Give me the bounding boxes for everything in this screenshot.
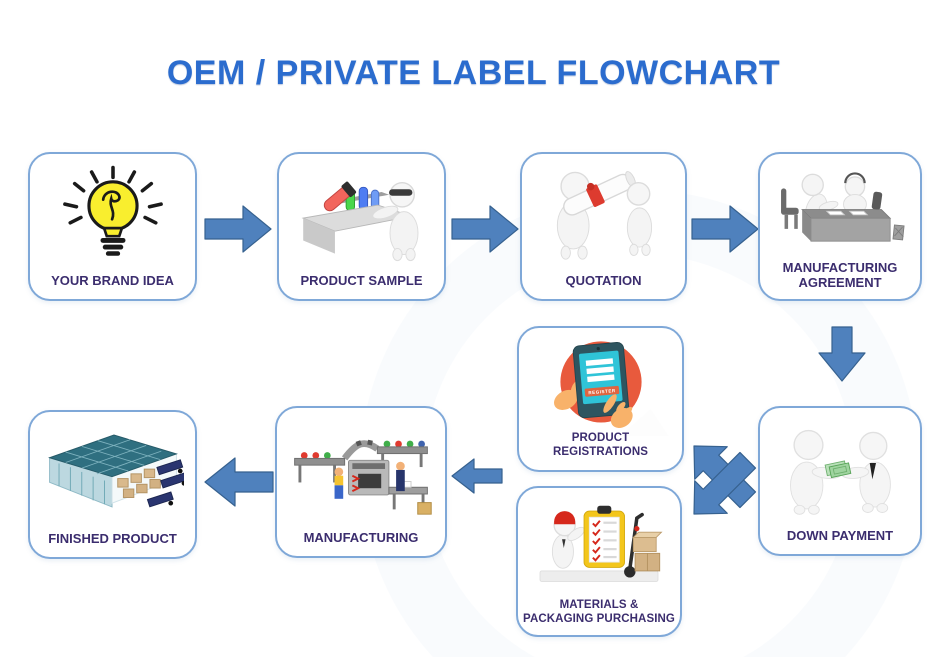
node-art: REGISTER: [519, 333, 682, 437]
node-label: MATERIALS & PACKAGING PURCHASING: [523, 599, 675, 626]
node-art: [30, 159, 195, 266]
node-art: [760, 413, 920, 521]
arrow-brand-to-sample: [204, 205, 272, 253]
assembly-line-illustration: [294, 439, 432, 515]
node-label: PRODUCT REGISTRATIONS: [552, 432, 648, 459]
money-handover-illustration: [790, 429, 891, 515]
node-art: [518, 493, 680, 589]
node-label: DOWN PAYMENT: [786, 528, 894, 544]
flow-node-your-brand-idea: YOUR BRAND IDEA: [28, 152, 197, 301]
flow-node-product-sample: PRODUCT SAMPLE: [277, 152, 446, 301]
lightbulb-illustration: [62, 165, 163, 256]
node-label: YOUR BRAND IDEA: [51, 273, 174, 289]
figures-with-scroll-illustration: [556, 170, 652, 260]
flow-node-manufacturing-agreement: MANUFACTURING AGREEMENT: [758, 152, 922, 301]
flow-node-materials-packaging-purchasing: MATERIALS & PACKAGING PURCHASING: [516, 486, 682, 637]
flow-node-down-payment: DOWN PAYMENT: [758, 406, 922, 556]
node-art: [30, 417, 195, 524]
node-art: [760, 159, 920, 253]
signing-at-desk-illustration: [781, 172, 905, 242]
register-button: REGISTER: [584, 385, 619, 397]
node-label: MANUFACTURING AGREEMENT: [782, 259, 898, 291]
node-art: [279, 159, 444, 266]
node-label: FINISHED PRODUCT: [48, 531, 177, 547]
node-label: PRODUCT SAMPLE: [300, 273, 423, 289]
node-label: MANUFACTURING: [303, 530, 419, 546]
flow-node-quotation: QUOTATION: [520, 152, 687, 301]
flow-node-product-registrations: REGISTER PRODUCT REGISTRATIONS: [517, 326, 684, 472]
node-art: [522, 159, 685, 266]
flow-node-manufacturing: MANUFACTURING: [275, 406, 447, 558]
checklist-and-boxes-illustration: [539, 505, 663, 582]
warehouse-illustration: [47, 434, 184, 508]
node-art: [277, 413, 445, 523]
arrow-manufacturing-to-finished: [204, 457, 274, 507]
tablet-register-illustration: REGISTER: [553, 340, 669, 436]
page-title: OEM / PRIVATE LABEL FLOWCHART: [166, 54, 781, 92]
register-button-label: REGISTER: [588, 388, 616, 395]
flow-node-finished-product: FINISHED PRODUCT: [28, 410, 197, 559]
lab-test-tubes-illustration: [301, 181, 418, 261]
node-label: QUOTATION: [565, 273, 642, 289]
